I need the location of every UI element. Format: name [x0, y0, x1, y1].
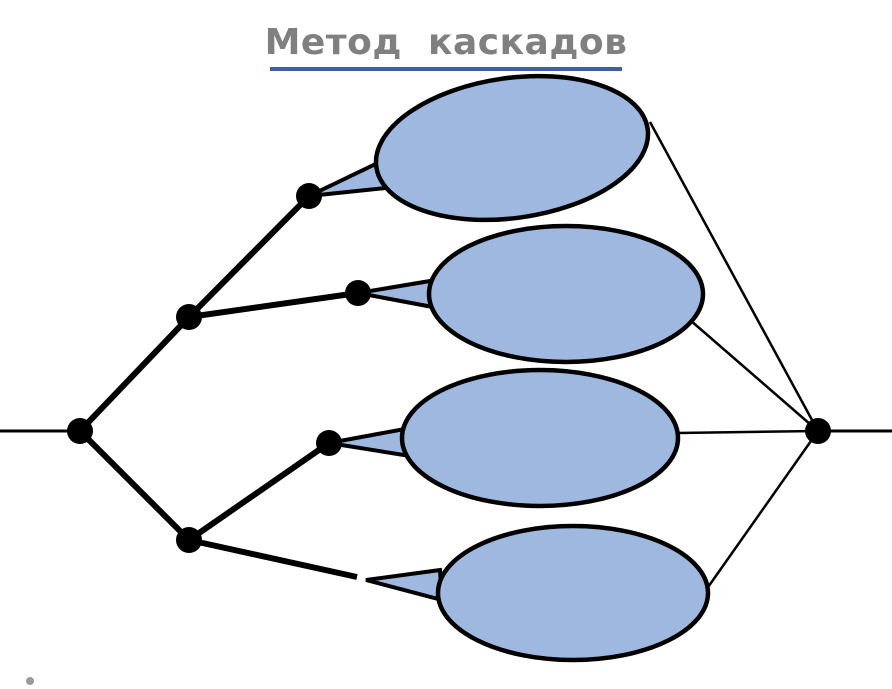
callout-2 — [357, 223, 706, 365]
callout-2-ellipse — [426, 223, 706, 365]
leaf-node-1 — [296, 183, 322, 209]
callout-3-ellipse — [399, 367, 681, 509]
root-node — [67, 418, 93, 444]
ellipse-3-to-output-line — [677, 429, 819, 435]
branch-lower-to-node-3 — [187, 440, 331, 543]
diagram-title: Метод каскадов — [264, 22, 628, 63]
output-node — [805, 418, 831, 444]
upper-branch-node — [176, 304, 202, 330]
title-underline — [270, 67, 622, 71]
ellipse-1-to-output-line — [648, 121, 820, 432]
ellipse-4-to-output-line — [704, 430, 820, 591]
branch-root-upper — [77, 314, 192, 434]
branch-upper-to-node-1 — [186, 193, 312, 320]
callout-4-ellipse — [435, 523, 711, 663]
leaf-node-3 — [316, 430, 342, 456]
leaf-node-2 — [345, 280, 371, 306]
lower-branch-node — [176, 527, 202, 553]
callout-3 — [328, 367, 681, 509]
slide-bullet — [26, 677, 34, 685]
callout-1-ellipse — [373, 73, 651, 223]
branch-lower-to-callout-4 — [188, 537, 358, 580]
ellipse-2-to-output-line — [689, 319, 819, 432]
branch-upper-to-node-2 — [188, 290, 359, 320]
callout-1 — [308, 73, 651, 223]
branch-root-lower — [77, 428, 192, 543]
callout-4 — [365, 523, 711, 663]
callout-4-tail — [365, 567, 445, 603]
